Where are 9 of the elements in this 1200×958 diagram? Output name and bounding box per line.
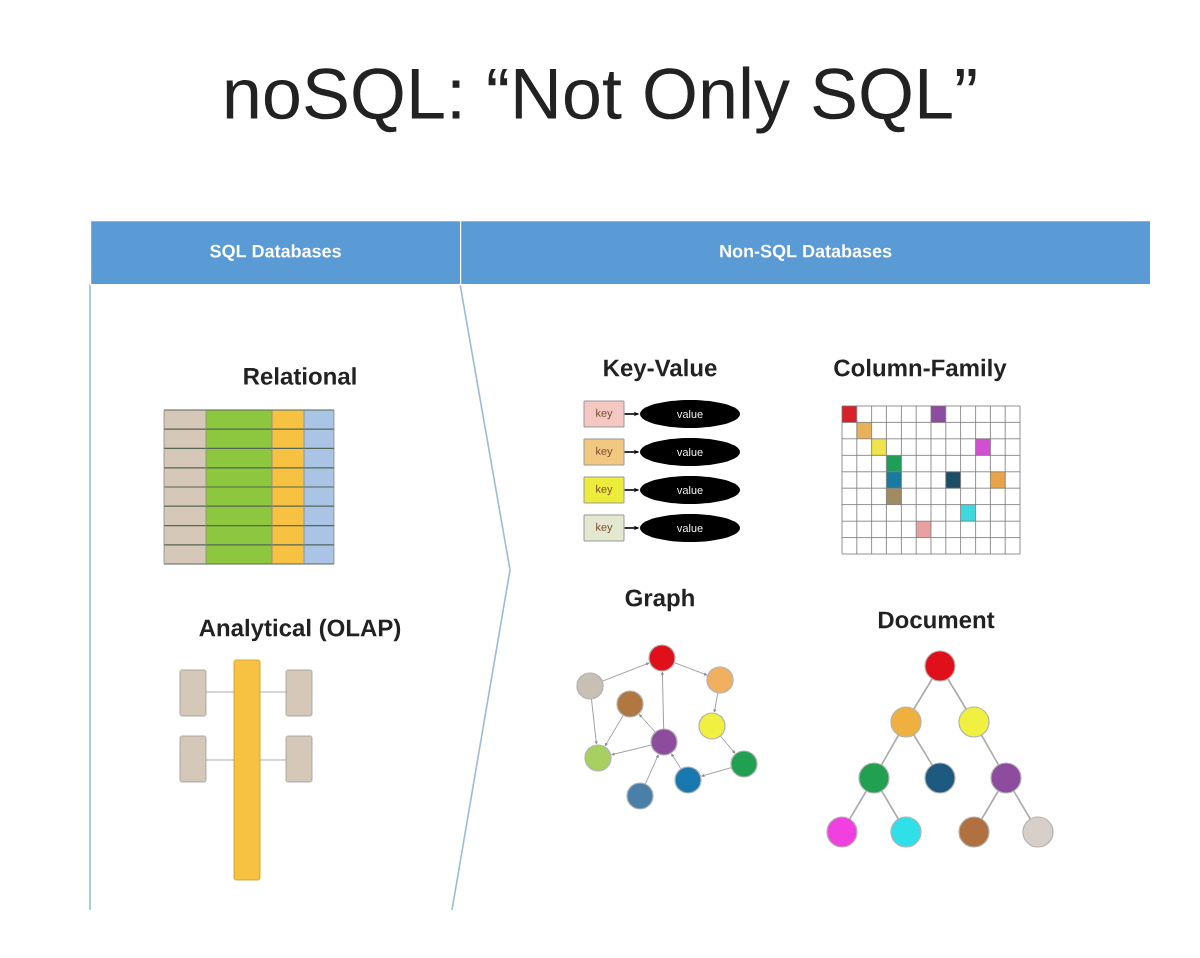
header-band: SQL Databases bbox=[90, 220, 462, 286]
category-label: Analytical (OLAP) bbox=[199, 618, 401, 642]
title: noSQL: “Not Only SQL” bbox=[226, 66, 976, 134]
category-label: Column-Family bbox=[834, 358, 1007, 382]
category-label: Key-Value bbox=[604, 358, 717, 382]
category-label: Graph bbox=[625, 588, 694, 612]
category-label: Document bbox=[878, 611, 995, 629]
category-label: Relational bbox=[244, 367, 356, 385]
header-band: Non-SQL Databases bbox=[460, 220, 1152, 286]
